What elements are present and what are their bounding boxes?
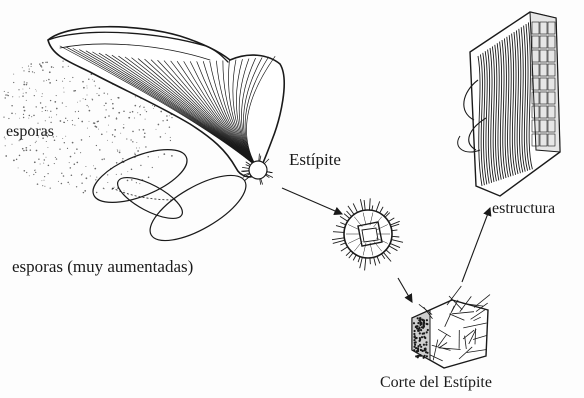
mushroom-illustration (48, 27, 284, 185)
label-esporas: esporas (6, 124, 54, 140)
label-corte-del-estipite: Corte del Estípite (380, 375, 492, 391)
arrow-to-structure (462, 208, 490, 282)
label-esporas-muy-aumentadas: esporas (muy aumentadas) (12, 258, 193, 275)
stipe-cut-block (412, 286, 490, 368)
label-estructura: estructura (492, 201, 555, 217)
stipe-cross-section (332, 198, 403, 270)
structure-block (458, 12, 560, 196)
arrow-to-cross-section (282, 188, 342, 214)
label-estipite: Estípite (289, 151, 341, 168)
arrow-to-cut-block (398, 278, 412, 302)
